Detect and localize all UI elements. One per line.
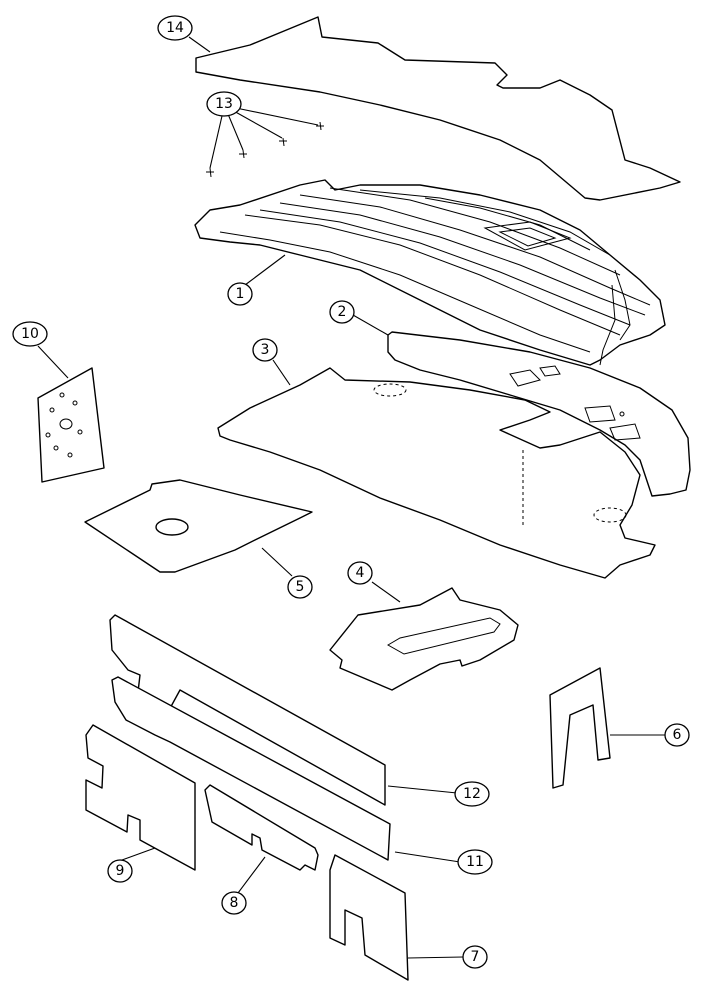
part-6-pad [549, 667, 611, 789]
svg-text:3: 3 [261, 342, 270, 358]
svg-text:11: 11 [466, 854, 484, 870]
part-11-strip [111, 676, 391, 861]
part-13-screws [206, 121, 324, 178]
callout-13: 13 [206, 91, 242, 117]
svg-text:14: 14 [166, 20, 184, 36]
svg-text:7: 7 [471, 949, 480, 965]
callout-3: 3 [252, 338, 278, 362]
part-4-pad [329, 587, 519, 691]
callout-6: 6 [664, 723, 690, 747]
callout-4: 4 [347, 561, 373, 585]
leader-lines [37, 36, 665, 959]
svg-text:1: 1 [236, 286, 245, 302]
callout-2: 2 [329, 300, 355, 324]
callout-10: 10 [12, 321, 48, 347]
svg-text:8: 8 [230, 895, 239, 911]
svg-text:4: 4 [356, 565, 365, 581]
svg-text:13: 13 [215, 96, 233, 112]
part-2-pad [387, 331, 691, 497]
svg-text:2: 2 [338, 304, 347, 320]
callout-8: 8 [221, 891, 247, 915]
callout-1: 1 [227, 282, 253, 306]
part-1-headliner-frame [194, 179, 666, 366]
callout-9: 9 [107, 859, 133, 883]
part-8-panel [204, 784, 319, 871]
callout-11: 11 [457, 849, 493, 875]
callout-5: 5 [287, 575, 313, 599]
svg-text:10: 10 [21, 326, 39, 342]
part-9-panel [85, 724, 196, 871]
callout-12: 12 [454, 781, 490, 807]
svg-text:6: 6 [673, 727, 682, 743]
svg-text:9: 9 [116, 863, 125, 879]
part-7-panel [329, 854, 409, 981]
callout-14: 14 [157, 15, 193, 41]
part-10-plate [37, 367, 105, 483]
callout-7: 7 [462, 945, 488, 969]
part-3-pad [217, 367, 656, 579]
svg-text:12: 12 [463, 786, 481, 802]
svg-text:5: 5 [296, 579, 305, 595]
part-14-headliner-pad [195, 16, 681, 201]
part-5-pad [84, 479, 313, 573]
